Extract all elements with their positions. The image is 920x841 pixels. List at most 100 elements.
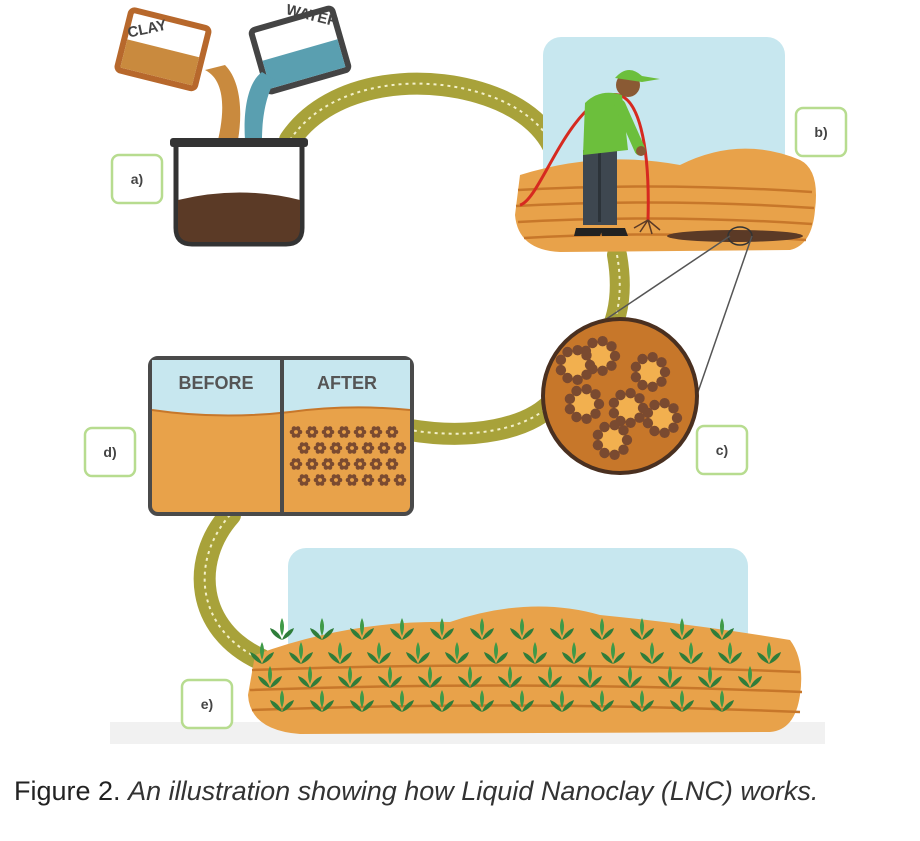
soil-particle (313, 474, 327, 486)
label-b: b) (814, 124, 827, 140)
soil-particle (289, 426, 303, 438)
crop-plant (550, 690, 574, 712)
crop-plant (630, 690, 654, 712)
soil-particle (297, 474, 311, 486)
label-box-c: c) (695, 424, 749, 476)
crop-plant (390, 690, 414, 712)
soil-particle (321, 458, 335, 470)
crop-plant (270, 690, 294, 712)
crop-plant (510, 690, 534, 712)
stage-a-mixing: CLAY WATER a) (110, 1, 352, 247)
crop-plant (470, 690, 494, 712)
crop-plant (270, 618, 294, 640)
crop-plant (510, 618, 534, 640)
soil-mound-e (248, 606, 802, 734)
crop-plant (718, 642, 742, 664)
particle-cluster (564, 384, 605, 424)
label-box-d: d) (83, 426, 137, 478)
soil-particle (377, 442, 391, 454)
label-c: c) (716, 442, 728, 458)
crop-plant (679, 642, 703, 664)
crop-plant (406, 642, 430, 664)
label-a: a) (131, 171, 143, 187)
crop-plant (310, 690, 334, 712)
label-box-b: b) (794, 106, 848, 158)
soil-particle (329, 442, 343, 454)
crop-plant (523, 642, 547, 664)
label-d: d) (103, 444, 116, 460)
after-soil-particles (289, 426, 407, 486)
crop-plant (630, 618, 654, 640)
after-label: AFTER (317, 373, 377, 393)
soil-particle (393, 442, 407, 454)
farmer (574, 69, 660, 236)
crop-plant (310, 618, 334, 640)
zoom-lines (589, 235, 753, 416)
label-box-e: e) (180, 678, 234, 730)
crop-plant (550, 618, 574, 640)
crop-plant (578, 666, 602, 688)
crop-plant (430, 618, 454, 640)
crop-plant (378, 666, 402, 688)
crop-plant (250, 642, 274, 664)
lnc-process-diagram: CLAY WATER a) (83, 1, 848, 744)
crop-plant (498, 666, 522, 688)
crop-plant (601, 642, 625, 664)
stage-c-magnified: c) (541, 317, 749, 476)
soil-particle (345, 474, 359, 486)
soil-particle (385, 426, 399, 438)
crop-plant (640, 642, 664, 664)
crop-plant (670, 618, 694, 640)
particle-cluster (592, 420, 633, 460)
stage-e-crops: e) (180, 548, 803, 734)
clay-pitcher (114, 7, 212, 92)
crop-plant (484, 642, 508, 664)
crop-plant (590, 690, 614, 712)
particle-cluster (555, 345, 596, 385)
crop-plant (710, 690, 734, 712)
figure-caption: Figure 2. An illustration showing how Li… (14, 776, 914, 807)
crop-plant (458, 666, 482, 688)
soil-particle (329, 474, 343, 486)
soil-particle (369, 458, 383, 470)
crop-plant (618, 666, 642, 688)
soil-particle (337, 426, 351, 438)
crop-plant (658, 666, 682, 688)
crop-plant (445, 642, 469, 664)
particle-cluster (642, 398, 683, 438)
crop-plant (562, 642, 586, 664)
soil-particle (297, 442, 311, 454)
label-box-a: a) (110, 153, 164, 205)
crop-plant (350, 618, 374, 640)
soil-particle (361, 474, 375, 486)
crop-plant (538, 666, 562, 688)
figure-description: An illustration showing how Liquid Nanoc… (128, 776, 819, 806)
crop-plant (338, 666, 362, 688)
soil-particle (305, 426, 319, 438)
soil-particle (353, 426, 367, 438)
figure-number: Figure 2. (14, 776, 121, 806)
crop-plant (328, 642, 352, 664)
soil-particle (369, 426, 383, 438)
crop-plant (367, 642, 391, 664)
crop-rows (250, 618, 781, 712)
crop-plant (258, 666, 282, 688)
soil-particle (353, 458, 367, 470)
stage-d-before-after: BEFORE AFTER d) (83, 356, 414, 516)
soil-particle (289, 458, 303, 470)
crop-plant (738, 666, 762, 688)
crop-plant (418, 666, 442, 688)
soil-particle (361, 442, 375, 454)
before-label: BEFORE (178, 373, 253, 393)
label-e: e) (201, 696, 213, 712)
crop-plant (698, 666, 722, 688)
crop-plant (470, 618, 494, 640)
soil-particle (377, 474, 391, 486)
liquid-puddle (667, 230, 803, 242)
soil-particle (321, 426, 335, 438)
soil-particle (337, 458, 351, 470)
particle-cluster (630, 352, 671, 392)
soil-particle (313, 442, 327, 454)
crop-plant (670, 690, 694, 712)
